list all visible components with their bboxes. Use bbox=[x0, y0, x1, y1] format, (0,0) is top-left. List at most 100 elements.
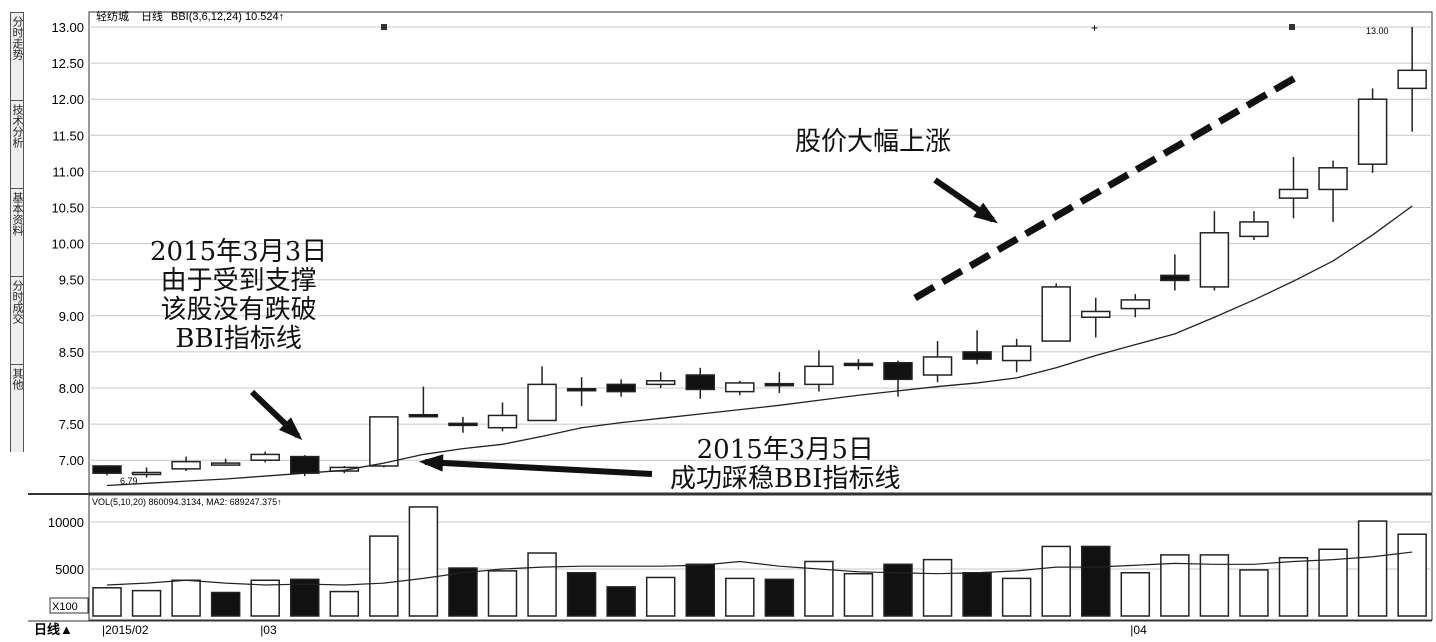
candle-body bbox=[1397, 69, 1427, 90]
candle-body bbox=[1239, 221, 1269, 238]
annotation-line: 成功踩稳BBI指标线 bbox=[670, 464, 901, 494]
y-tick-label: 9.00 bbox=[59, 309, 84, 324]
candle-body bbox=[1318, 167, 1348, 191]
arrow-mar3-head bbox=[278, 417, 303, 441]
candle-body bbox=[369, 416, 399, 467]
arrow-mar5 bbox=[424, 459, 653, 477]
candle-body bbox=[448, 422, 478, 427]
candle-body bbox=[92, 465, 122, 474]
y-tick-label: 7.50 bbox=[59, 417, 84, 432]
candle-body bbox=[566, 387, 597, 392]
x-tick-label: |03 bbox=[260, 623, 277, 637]
annotation-line: 2015年3月3日 bbox=[150, 237, 328, 267]
volume-bar bbox=[448, 567, 478, 617]
annotation-line: 该股没有跌破 bbox=[160, 295, 317, 325]
candle-body bbox=[804, 365, 834, 386]
candle-body bbox=[962, 351, 992, 360]
period-toggle[interactable]: 日线▲ bbox=[34, 622, 73, 637]
volume-bar bbox=[171, 579, 201, 617]
candle-body bbox=[725, 382, 755, 393]
annotation-mar5: 2015年3月5日 成功踩稳BBI指标线 bbox=[670, 436, 900, 494]
y-tick-label: 11.00 bbox=[52, 164, 84, 179]
volume-bar bbox=[210, 591, 241, 617]
volume-bar bbox=[131, 589, 162, 617]
y-tick-label: 10.00 bbox=[51, 237, 84, 252]
candle-body bbox=[527, 383, 557, 422]
candle-body bbox=[1081, 310, 1111, 318]
volume-bar bbox=[1120, 572, 1151, 617]
candle-body bbox=[685, 374, 715, 391]
volume-bar bbox=[645, 576, 676, 617]
volume-bar bbox=[92, 587, 122, 617]
volume-bar bbox=[922, 558, 953, 617]
annotation-rise: 股价大幅上涨 bbox=[795, 127, 952, 157]
candle-body bbox=[645, 380, 676, 386]
candle-body bbox=[210, 462, 241, 466]
volume-bar bbox=[1357, 520, 1388, 617]
side-tabs: 分时走势 技术分析 基本资料 分时成交 其他 bbox=[10, 12, 28, 452]
candle-body bbox=[171, 460, 201, 470]
y-tick-label: 11.50 bbox=[52, 128, 84, 143]
y-tick-label: 9.50 bbox=[59, 273, 84, 288]
tab-trades[interactable]: 分时成交 bbox=[10, 276, 24, 364]
volume-bar bbox=[487, 570, 518, 617]
volume-bar bbox=[764, 578, 795, 617]
y-tick-label: 10.50 bbox=[51, 201, 84, 216]
volume-tick-label: 10000 bbox=[48, 515, 84, 530]
marker-square bbox=[1289, 24, 1295, 30]
tab-intraday[interactable]: 分时走势 bbox=[10, 12, 24, 100]
y-tick-label: 12.00 bbox=[51, 92, 84, 107]
volume-bar bbox=[1278, 556, 1309, 617]
x-tick-label: |04 bbox=[1130, 623, 1147, 637]
volume-bar bbox=[1001, 577, 1032, 617]
volume-bar bbox=[1239, 569, 1269, 617]
volume-bar bbox=[1199, 554, 1230, 617]
volume-bar bbox=[685, 563, 715, 617]
volume-bar bbox=[408, 506, 439, 617]
candle-body bbox=[764, 382, 795, 387]
high-label: 13.00 bbox=[1366, 26, 1389, 36]
stock-name: 轻纺城 bbox=[96, 9, 129, 23]
tab-fundamentals[interactable]: 基本资料 bbox=[10, 188, 24, 276]
volume-bar bbox=[250, 579, 280, 617]
volume-ma-line bbox=[106, 551, 1413, 586]
candle-body bbox=[922, 356, 953, 376]
indicator-readout: BBI(3,6,12,24) 10.524↑ bbox=[171, 11, 284, 23]
volume-unit: X100 bbox=[52, 601, 78, 613]
annotation-line: BBI指标线 bbox=[175, 324, 302, 354]
tab-technical[interactable]: 技术分析 bbox=[10, 100, 24, 188]
volume-tick-label: 5000 bbox=[55, 562, 84, 577]
volume-bar bbox=[962, 572, 992, 617]
volume-bar bbox=[725, 577, 755, 617]
volume-unit-box bbox=[49, 597, 89, 614]
tab-other[interactable]: 其他 bbox=[10, 364, 24, 452]
volume-bar bbox=[329, 590, 360, 617]
volume-bar bbox=[1081, 545, 1111, 617]
annotation-mar3: 2015年3月3日 由于受到支撑 该股没有跌破 BBI指标线 bbox=[150, 238, 327, 354]
arrow-mar5-head bbox=[419, 454, 444, 472]
y-tick-label: 12.50 bbox=[51, 56, 84, 71]
candle-body bbox=[883, 361, 913, 381]
candle-body bbox=[1278, 188, 1309, 199]
y-tick-label: 7.00 bbox=[59, 453, 84, 468]
annotation-line: 2015年3月5日 bbox=[696, 435, 874, 465]
candle-body bbox=[1357, 98, 1388, 165]
low-label: 6.79 bbox=[120, 476, 138, 486]
volume-bar bbox=[566, 572, 597, 617]
period: 日线 bbox=[141, 9, 163, 23]
volume-bar bbox=[290, 578, 320, 617]
volume-bar bbox=[804, 560, 834, 617]
candle-body bbox=[1199, 232, 1230, 288]
y-tick-label: 8.00 bbox=[59, 381, 84, 396]
candle-body bbox=[1001, 345, 1032, 362]
volume-bar bbox=[369, 535, 399, 617]
chart-header: 轻纺城日线 BBI(3,6,12,24) 10.524↑ bbox=[96, 9, 284, 23]
candle-body bbox=[408, 413, 439, 418]
volume-bar bbox=[843, 572, 874, 617]
marker-square bbox=[381, 24, 387, 30]
volume-bar bbox=[1397, 533, 1427, 617]
volume-bar bbox=[527, 552, 557, 617]
volume-header: VOL(5,10,20) 860094.3134, MA2: 689247.37… bbox=[92, 497, 282, 507]
